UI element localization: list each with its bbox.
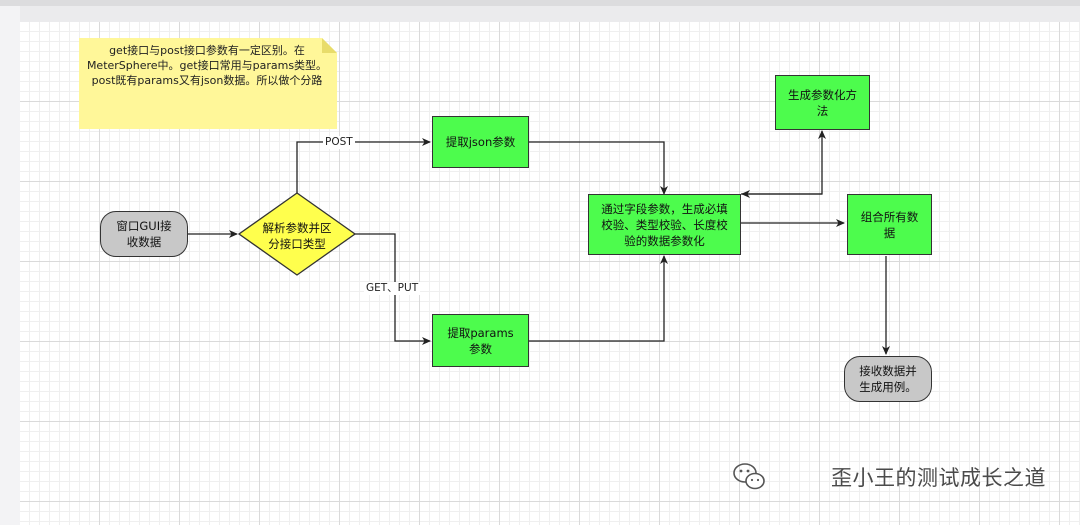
generate-method-process[interactable]: 生成参数化方法 [775, 75, 870, 130]
left-ruler-strip [0, 6, 20, 525]
start-terminal[interactable]: 窗口GUI接收数据 [100, 211, 188, 257]
combine-data-process[interactable]: 组合所有数据 [847, 194, 932, 255]
field-parameterize-process[interactable]: 通过字段参数，生成必填校验、类型校验、长度校验的数据参数化 [588, 194, 741, 255]
sticky-note-fold [322, 38, 337, 53]
wechat-icon [733, 463, 765, 490]
generate-method-label: 生成参数化方法 [788, 87, 857, 118]
extract-json-process[interactable]: 提取json参数 [432, 116, 529, 168]
edge-json-to-field [529, 141, 668, 195]
top-toolbar-strip [0, 0, 1080, 6]
field-parameterize-label: 通过字段参数，生成必填校验、类型校验、长度校验的数据参数化 [601, 201, 728, 248]
extract-params-label: 提取params参数 [447, 325, 514, 356]
end-terminal[interactable]: 接收数据并生成用例。 [844, 356, 932, 402]
decision-label-box: 解析参数并区分接口类型 [259, 220, 335, 252]
edge-post [296, 138, 431, 193]
edge-label-post: POST [323, 136, 355, 149]
edge-params-to-field [529, 255, 668, 342]
combine-data-label: 组合所有数据 [860, 209, 919, 240]
decision-label: 解析参数并区分接口类型 [262, 221, 332, 251]
extract-params-process[interactable]: 提取params参数 [432, 314, 529, 367]
end-terminal-label: 接收数据并生成用例。 [859, 364, 917, 394]
sticky-note[interactable] [79, 38, 337, 129]
decision-diamond[interactable] [237, 192, 357, 276]
extract-json-label: 提取json参数 [445, 135, 516, 149]
watermark: 歪小王的测试成长之道 [831, 462, 1046, 492]
edge-label-get-put: GET、PUT [364, 282, 421, 295]
start-terminal-label: 窗口GUI接收数据 [116, 219, 172, 249]
edge-field-to-method [741, 130, 826, 195]
sticky-note-text: get接口与post接口参数有一定区别。在MeterSphere中。get接口常… [86, 44, 328, 87]
watermark-text: 歪小王的测试成长之道 [831, 466, 1046, 490]
